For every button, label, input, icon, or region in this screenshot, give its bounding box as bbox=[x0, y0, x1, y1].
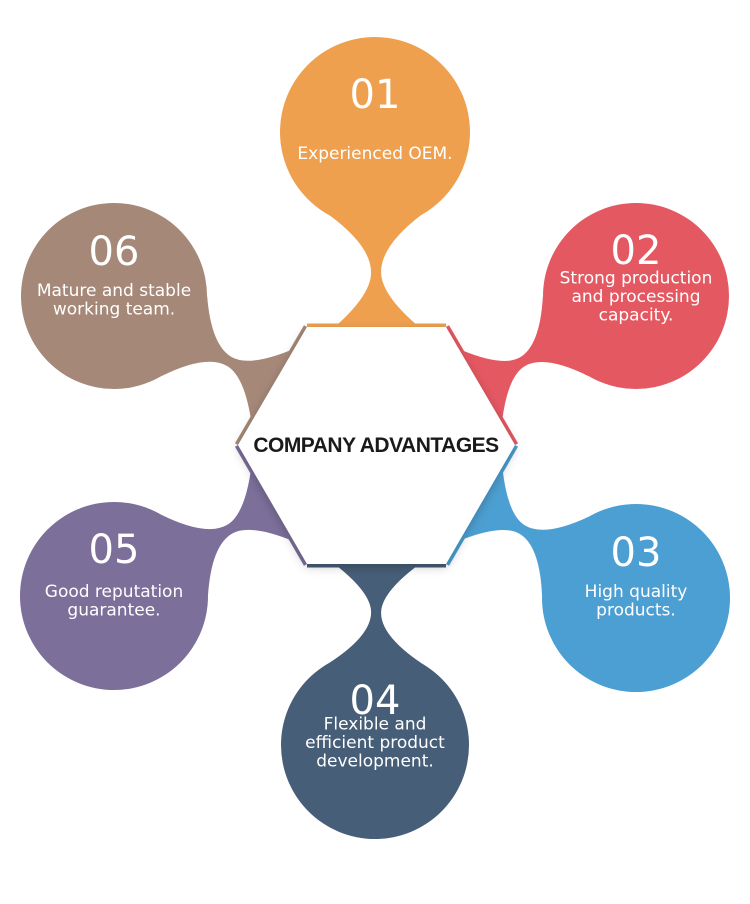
advantage-circle-04 bbox=[281, 651, 469, 839]
advantage-number: 03 bbox=[611, 530, 662, 576]
advantage-circle-06 bbox=[21, 203, 207, 389]
advantage-text-line: working team. bbox=[53, 299, 175, 319]
advantage-circle-03 bbox=[542, 504, 730, 692]
advantage-text-line: High quality bbox=[585, 582, 688, 602]
connector-04 bbox=[329, 565, 422, 664]
advantage-text-line: and processing bbox=[571, 287, 700, 307]
center-title: COMPANY ADVANTAGES bbox=[253, 434, 499, 457]
advantage-text-line: guarantee. bbox=[67, 600, 160, 620]
advantage-text-line: development. bbox=[316, 752, 434, 772]
center-hexagon bbox=[238, 327, 515, 564]
advantage-text-line: Experienced OEM. bbox=[297, 144, 452, 164]
advantage-text-line: efficient product bbox=[305, 733, 445, 753]
advantage-text-line: Strong production bbox=[560, 269, 713, 289]
advantage-number: 05 bbox=[89, 527, 140, 573]
advantage-text-line: capacity. bbox=[599, 306, 674, 326]
advantage-number: 04 bbox=[350, 678, 401, 724]
advantage-circle-01 bbox=[280, 37, 470, 227]
advantage-text-line: Good reputation bbox=[45, 582, 183, 602]
advantage-text-line: Mature and stable bbox=[37, 281, 191, 301]
connector-01 bbox=[329, 214, 422, 326]
advantage-text-line: products. bbox=[596, 600, 676, 620]
advantage-number: 06 bbox=[89, 229, 140, 275]
advantage-number: 02 bbox=[611, 228, 662, 274]
advantage-number: 01 bbox=[350, 72, 401, 118]
advantage-circle-05 bbox=[20, 502, 208, 690]
advantage-text-line: Flexible and bbox=[324, 715, 427, 735]
advantage-circle-02 bbox=[543, 203, 729, 389]
